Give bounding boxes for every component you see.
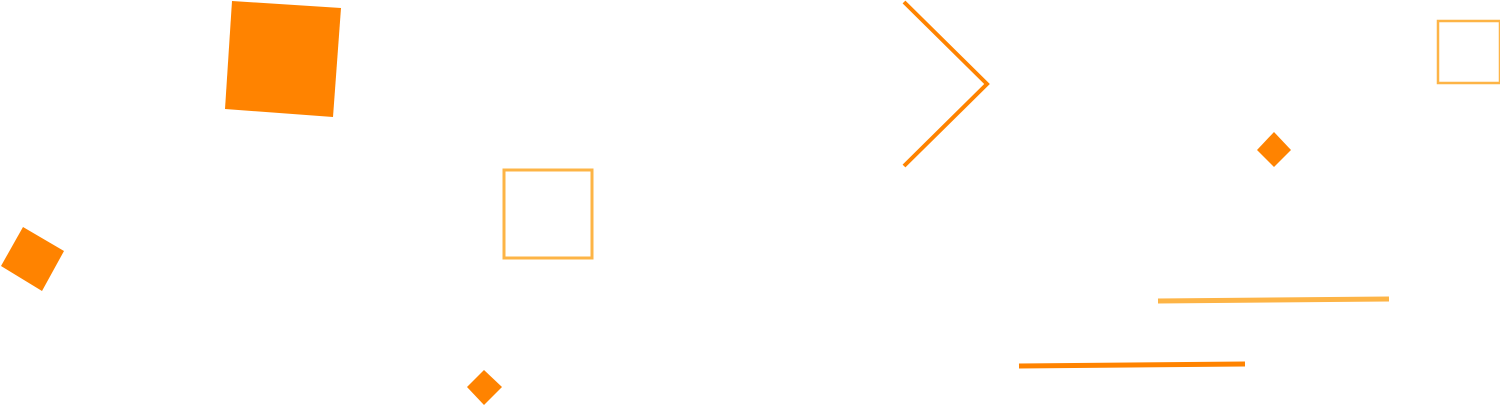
upper-light-line: [1157, 296, 1390, 304]
large-orange-square: [225, 1, 341, 117]
center-outline-square: [502, 168, 594, 260]
bottom-small-diamond: [467, 370, 502, 405]
lower-orange-line: [1018, 361, 1246, 369]
left-orange-diamond: [1, 227, 64, 291]
chevron-right-shape: [902, 0, 990, 168]
top-right-outline-square: [1436, 19, 1500, 85]
right-small-diamond: [1257, 132, 1291, 167]
